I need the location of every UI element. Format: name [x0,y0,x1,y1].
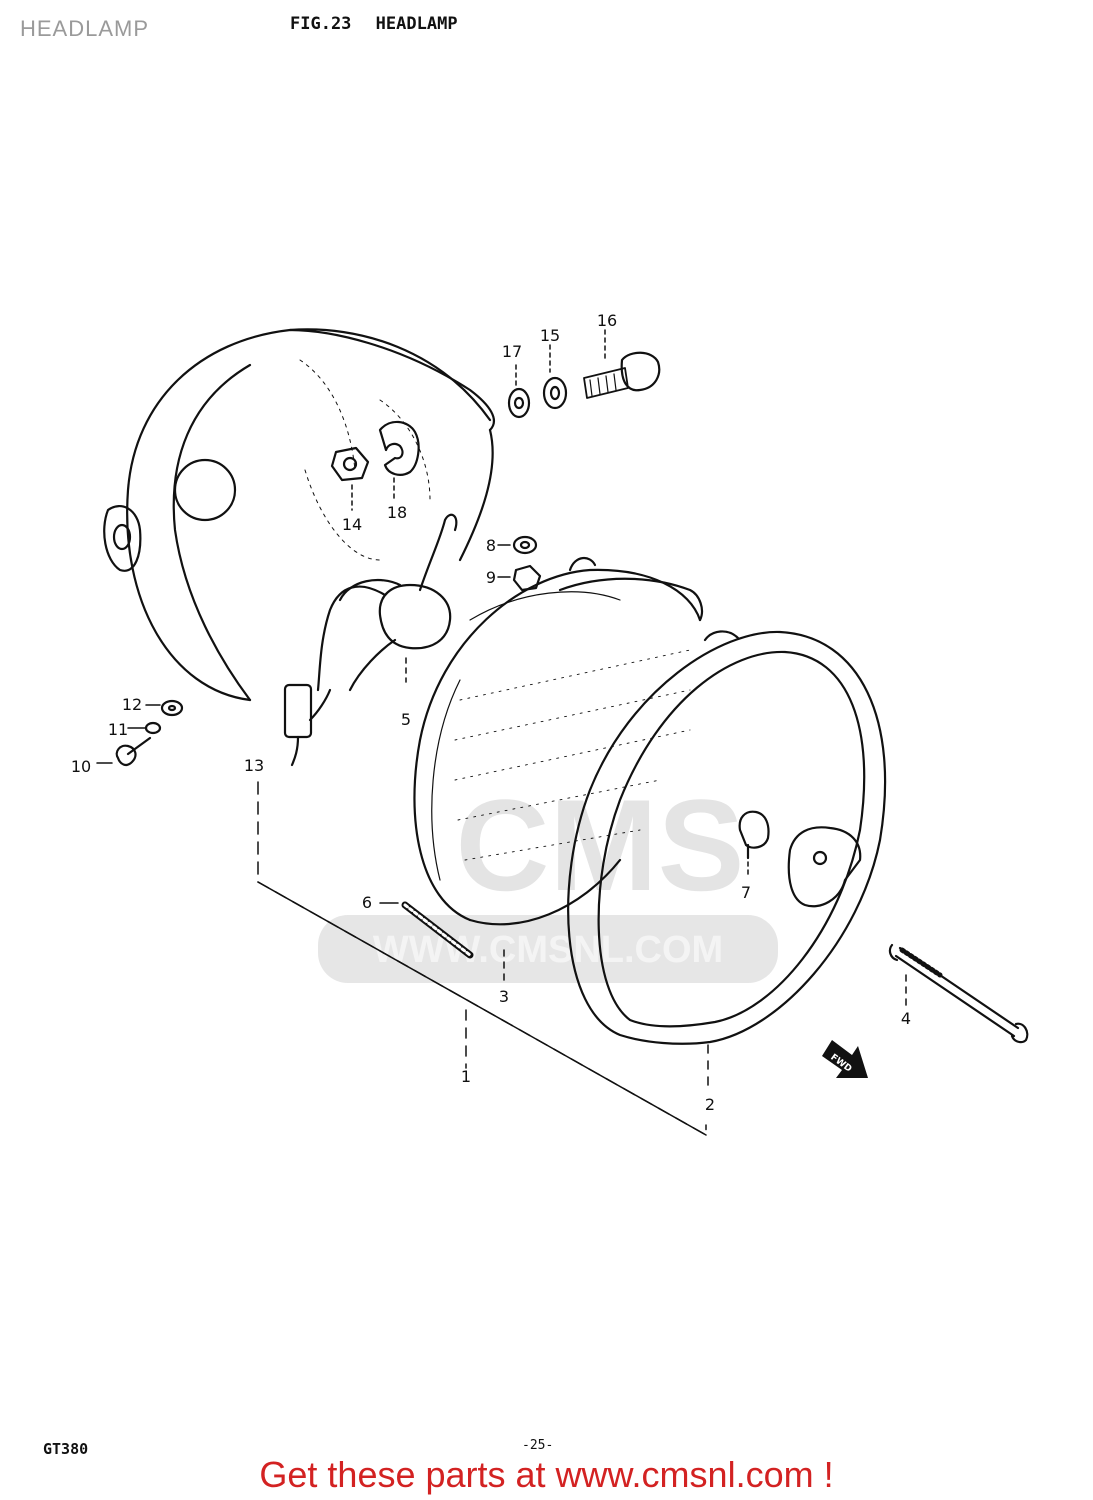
washer-12 [160,699,184,717]
bolt-16 [583,351,661,399]
washer-17 [507,387,531,419]
page-label: HEADLAMP [20,16,150,41]
bulb-socket [316,513,458,692]
adjusting-spring [401,901,474,959]
lock-washer-11 [144,721,162,735]
adjuster-bracket [378,420,420,476]
callout-7: 7 [741,883,751,902]
callout-9: 9 [486,568,496,587]
promo-link[interactable]: Get these parts at www.cmsnl.com ! [259,1454,834,1495]
screw-10 [115,736,152,767]
callout-18: 18 [387,503,407,522]
figure-number: FIG.23 [290,14,352,34]
adjuster-nut [330,446,370,482]
callout-2: 2 [705,1095,715,1114]
headlamp-housing [103,328,495,702]
nut-9 [512,564,542,592]
callout-5: 5 [401,710,411,729]
callout-17: 17 [502,342,522,361]
forward-arrow-icon: FWD [822,1040,868,1078]
figure-title: FIG.23 HEADLAMP [290,14,472,34]
wire-connector [283,683,332,767]
callout-1: 1 [461,1067,471,1086]
watermark-banner [318,915,778,983]
part-callouts: 1 2 3 4 5 6 7 8 9 10 11 12 13 14 15 16 1… [71,311,911,1114]
callout-3: 3 [499,987,509,1006]
watermark: CMS WWW.CMSNL.COM [318,772,778,983]
model-code: GT380 [43,1440,89,1458]
callout-13: 13 [244,756,264,775]
callout-6: 6 [362,893,372,912]
adjuster-clip [738,810,770,860]
callout-15: 15 [540,326,560,345]
leader-lines [96,329,907,1136]
callout-12: 12 [122,695,142,714]
callout-14: 14 [342,515,362,534]
page-number: -25- [522,1438,554,1453]
callout-8: 8 [486,536,496,555]
mounting-bolt-long [888,943,1029,1044]
lock-washer-15 [542,376,568,410]
callout-10: 10 [71,757,91,776]
headlamp-rim [558,557,887,1045]
watermark-site: WWW.CMSNL.COM [373,929,723,971]
washer-8 [512,535,538,555]
figure-name: HEADLAMP [375,14,458,34]
callout-11: 11 [108,720,128,739]
callout-16: 16 [597,311,617,330]
callout-4: 4 [901,1009,911,1028]
